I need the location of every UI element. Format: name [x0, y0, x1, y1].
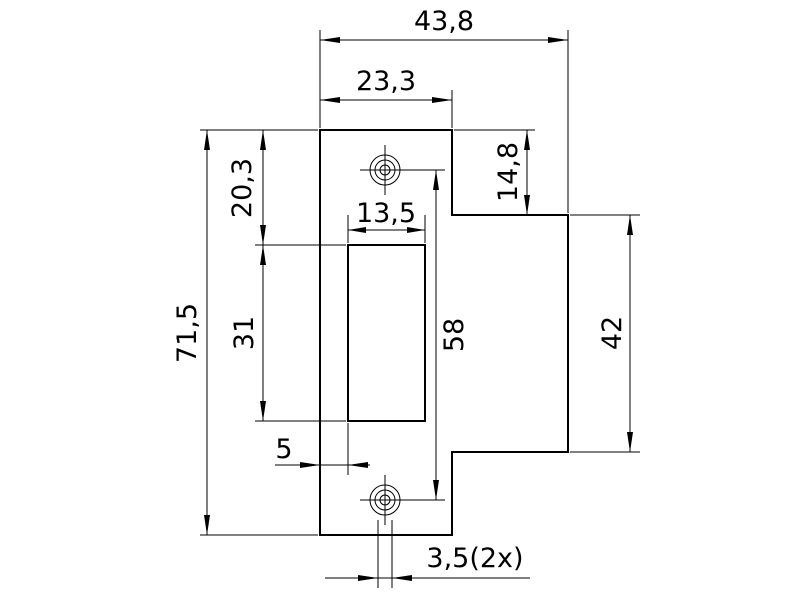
dimension-hole-spacing — [433, 170, 439, 500]
screw-hole-top — [360, 145, 410, 195]
dimension-slot-offset — [275, 462, 370, 468]
label-lip-height: 42 — [597, 316, 628, 350]
dimension-slot-width — [348, 227, 425, 233]
label-step-height: 14,8 — [493, 142, 524, 202]
label-top-to-slot: 20,3 — [227, 158, 258, 218]
dimension-step-height — [524, 130, 530, 215]
strike-plate-outline — [319, 129, 569, 536]
dimension-overall-width — [320, 37, 568, 43]
label-slot-width: 13,5 — [356, 198, 416, 229]
dimension-plate-width — [320, 97, 452, 103]
label-hole-spacing: 58 — [439, 318, 470, 352]
dimension-lip-height — [627, 215, 633, 452]
dimension-top-to-slot — [260, 130, 266, 245]
dimension-hole-diameter — [325, 575, 530, 581]
label-overall-height: 71,5 — [172, 303, 203, 363]
label-slot-offset: 5 — [275, 434, 292, 465]
plate-contour — [319, 129, 569, 536]
dimension-slot-height — [260, 245, 266, 421]
label-hole-diameter: 3,5(2x) — [426, 543, 523, 574]
extension-lines — [200, 30, 640, 588]
strike-slot — [347, 244, 426, 422]
dimension-overall-height — [204, 130, 210, 535]
label-overall-width: 43,8 — [414, 6, 474, 37]
label-plate-width: 23,3 — [356, 66, 416, 97]
label-slot-height: 31 — [229, 316, 260, 350]
